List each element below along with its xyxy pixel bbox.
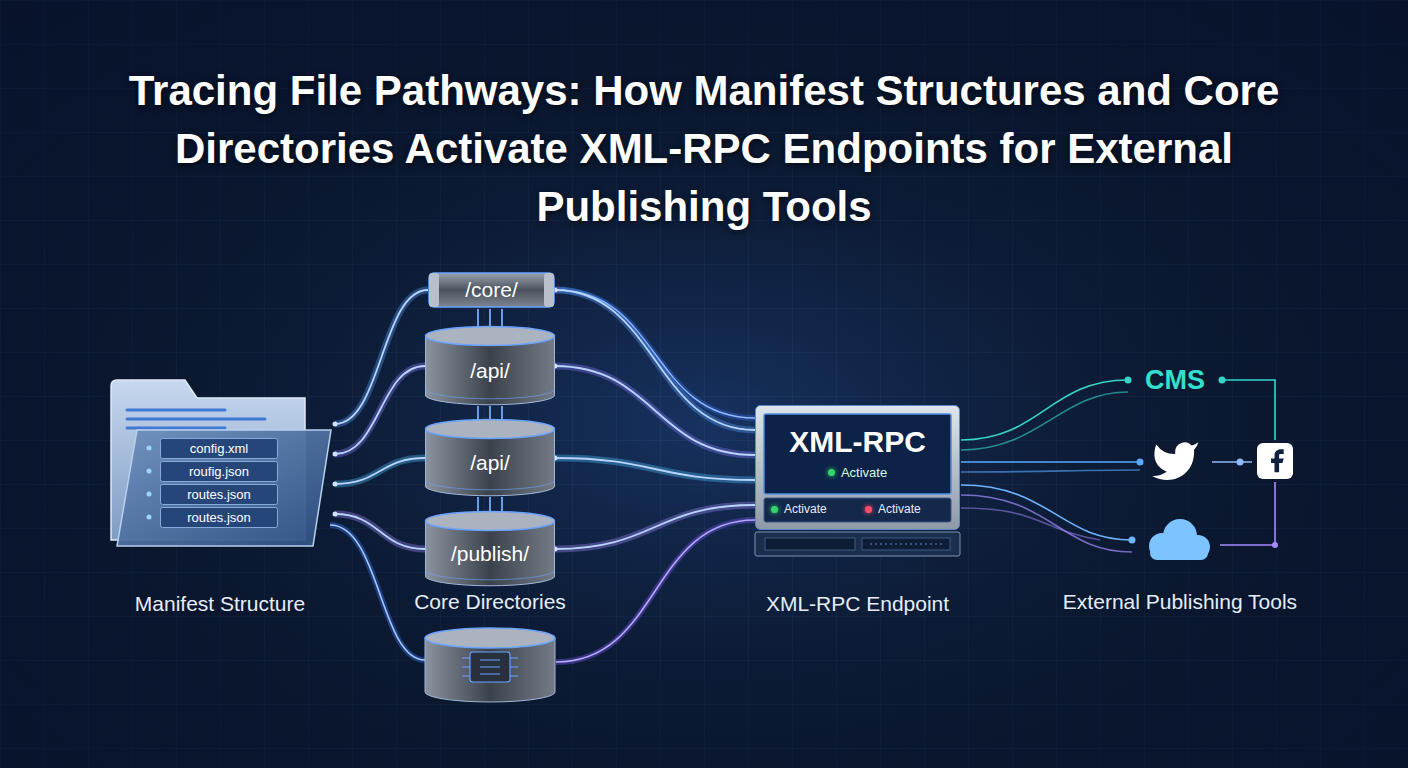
file-node: config.xml <box>160 438 278 459</box>
connector-dot <box>333 482 338 487</box>
connector <box>553 364 756 456</box>
connector-line <box>555 366 755 455</box>
folder-node: Manifest Structureconfig.xmlroufig.jsonr… <box>105 370 335 550</box>
connector-dot <box>333 452 338 457</box>
text-holder: /api/ <box>425 419 555 497</box>
status-dot <box>771 506 778 513</box>
node-text: Activate <box>878 502 921 516</box>
text-holder: Manifest Structure <box>80 592 360 616</box>
connector-line <box>335 514 425 549</box>
glow-lines <box>330 290 755 662</box>
text-holder: routes.json <box>160 484 278 505</box>
node-text: config.xml <box>190 441 249 456</box>
text-holder: /publish/ <box>425 511 555 587</box>
connector <box>333 458 426 487</box>
text-holder: XML-RPC Endpoint <box>705 592 1010 616</box>
text-holder: /core/ <box>428 272 555 308</box>
node-text: XML-RPC Endpoint <box>766 592 949 616</box>
cyl-node: /api/ <box>425 419 555 497</box>
column-caption: External Publishing Tools <box>1063 590 1297 614</box>
connector-dot <box>333 512 338 517</box>
connector-dot <box>333 422 338 427</box>
endpoint-title: XML-RPC <box>789 425 926 459</box>
file-node: routes.json <box>160 484 278 505</box>
file-node: routes.json <box>160 507 278 528</box>
chip-cylinder <box>425 628 555 702</box>
connector-line <box>555 458 755 480</box>
node-text: roufig.json <box>189 464 249 479</box>
connector-glow <box>335 514 425 549</box>
tool-label: CMS <box>1145 365 1205 396</box>
connector-glow <box>335 458 425 484</box>
node-text: Activate <box>784 502 827 516</box>
cyl-node: /api/ <box>425 326 555 406</box>
node-text: /api/ <box>470 359 510 383</box>
node-text: /api/ <box>470 451 510 475</box>
column-caption: Core Directories <box>414 590 566 614</box>
connector-glow <box>555 458 755 480</box>
node-text: /core/ <box>465 278 518 302</box>
connector <box>333 366 426 457</box>
node-text: Activate <box>841 465 887 480</box>
node-text: routes.json <box>187 487 251 502</box>
text-holder: Activate <box>865 502 921 516</box>
text-holder: config.xml <box>160 438 278 459</box>
node-text: routes.json <box>187 510 251 525</box>
connector <box>553 456 756 481</box>
monitor-base <box>755 532 960 556</box>
link-dots <box>1125 377 1279 549</box>
connector <box>333 512 426 550</box>
text-holder: XML-RPC <box>755 425 960 459</box>
text-holder: /api/ <box>425 326 555 406</box>
connector-line <box>335 366 425 454</box>
connector-glow <box>555 505 755 549</box>
connector-glow <box>555 366 755 455</box>
tool-links <box>961 380 1275 552</box>
file-node: roufig.json <box>160 461 278 482</box>
connector <box>553 505 756 552</box>
text-holder: Activate <box>771 502 827 516</box>
node-text: /publish/ <box>451 542 529 566</box>
text-holder: Activate <box>755 465 960 480</box>
text-holder: routes.json <box>160 507 278 528</box>
bird-icon <box>1152 442 1198 480</box>
text-holder: roufig.json <box>160 461 278 482</box>
status-dot <box>865 506 872 513</box>
monitor-node: XML-RPCActivateActivateActivateXML-RPC E… <box>755 405 960 530</box>
cyl-node: /publish/ <box>425 511 555 587</box>
social-square-icon <box>1257 443 1293 479</box>
connector-line <box>335 458 425 484</box>
box-node: /core/ <box>428 272 555 308</box>
connector-line <box>555 505 755 549</box>
cloud-icon <box>1149 519 1210 560</box>
node-text: Manifest Structure <box>135 592 305 616</box>
connector-glow <box>335 366 425 454</box>
status-dot <box>828 469 835 476</box>
title-heading: Tracing File Pathways: How Manifest Stru… <box>89 62 1319 236</box>
